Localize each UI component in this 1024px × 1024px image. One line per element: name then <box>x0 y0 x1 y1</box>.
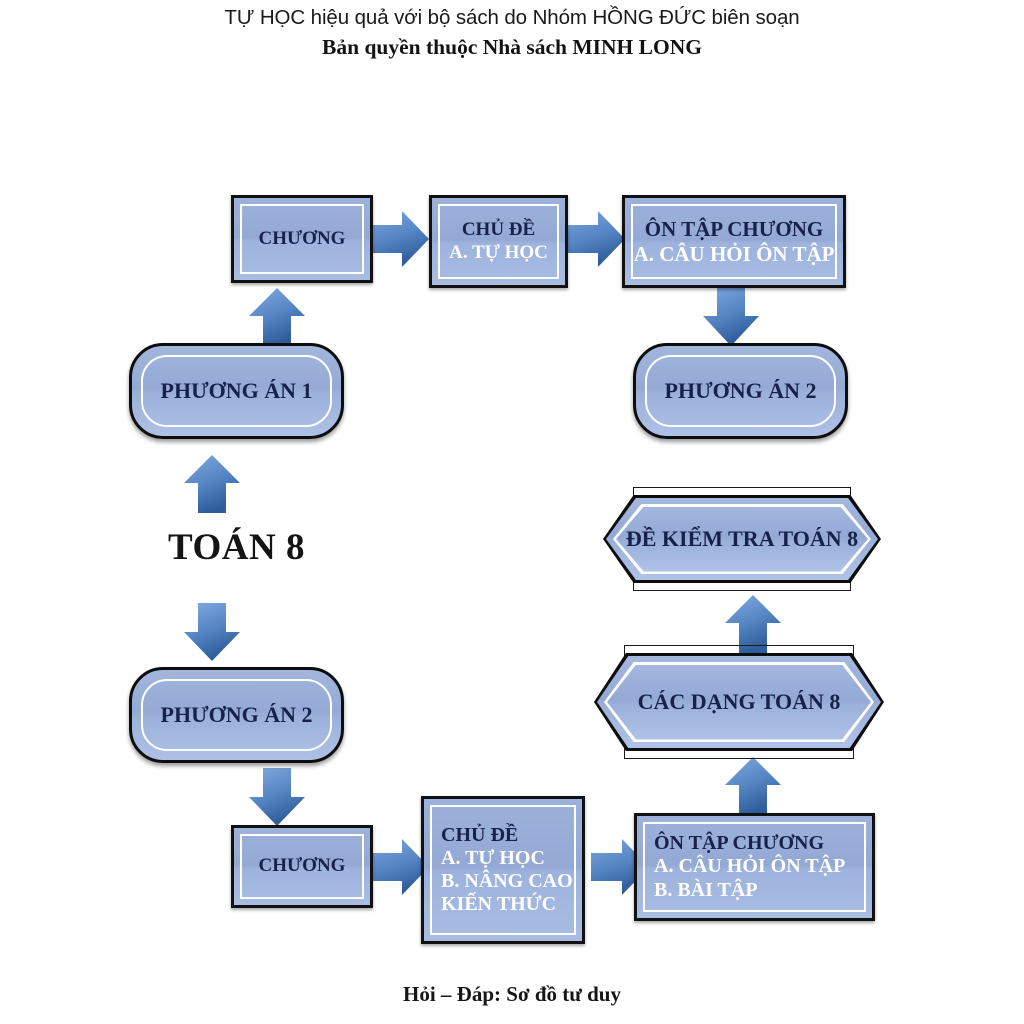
header-line-2: Bản quyền thuộc Nhà sách MINH LONG <box>322 35 702 59</box>
node-chude-bottom[interactable]: CHỦ ĐỀ A. TỰ HỌC B. NÂNG CAO KIẾN THỨC <box>421 796 585 944</box>
node-phuongan-1[interactable]: PHƯƠNG ÁN 1 <box>129 343 344 439</box>
node-chude-top-inner: CHỦ ĐỀ A. TỰ HỌC <box>438 204 559 279</box>
node-de-kiem-tra-label: ĐỀ KIỂM TRA TOÁN 8 <box>625 526 859 552</box>
node-de-kiem-tra-ring-inner <box>616 506 868 572</box>
node-phuongan-2-right-inner: PHƯƠNG ÁN 2 <box>645 355 836 427</box>
node-chuong-bottom-label: CHƯƠNG <box>258 855 346 877</box>
arrow-chuong-to-chude-top <box>371 208 429 270</box>
node-chuong-top[interactable]: CHƯƠNG <box>231 195 373 283</box>
node-ontap-bottom-line-3: B. BÀI TẬP <box>654 878 758 901</box>
node-chuong-top-inner: CHƯƠNG <box>240 204 364 274</box>
node-phuongan-2-left-label: PHƯƠNG ÁN 2 <box>160 702 313 728</box>
node-phuongan-2-right-label: PHƯƠNG ÁN 2 <box>664 378 817 404</box>
node-cac-dang-ring-inner <box>607 664 871 740</box>
node-chude-bottom-inner: CHỦ ĐỀ A. TỰ HỌC B. NÂNG CAO KIẾN THỨC <box>430 805 576 935</box>
node-phuongan-1-inner: PHƯƠNG ÁN 1 <box>141 355 332 427</box>
node-de-kiem-tra[interactable]: ĐỀ KIỂM TRA TOÁN 8 <box>603 487 881 591</box>
node-chude-bottom-line-2: A. TỰ HỌC <box>441 846 545 869</box>
node-chude-top-line-2: A. TỰ HỌC <box>449 241 548 263</box>
arrow-chude-to-ontap-top <box>567 208 625 270</box>
node-ontap-bottom-inner: ÔN TẬP CHƯƠNG A. CÂU HỎI ÔN TẬP B. BÀI T… <box>643 822 866 912</box>
arrow-phuongan1-to-chuong <box>246 288 308 346</box>
node-phuongan-2-right[interactable]: PHƯƠNG ÁN 2 <box>633 343 848 439</box>
node-de-kiem-tra-label-wrap: ĐỀ KIỂM TRA TOÁN 8 <box>603 487 881 591</box>
node-chuong-bottom[interactable]: CHƯƠNG <box>231 825 373 908</box>
arrow-phuongan2-to-chuong-bottom <box>246 768 308 826</box>
page-header: TỰ HỌC hiệu quả với bộ sách do Nhóm HỒNG… <box>0 4 1024 62</box>
arrow-ontap-to-phuongan2-right <box>700 286 762 346</box>
arrow-ontap-to-cacdang <box>722 757 784 815</box>
arrow-chuong-to-chude-bottom <box>371 836 429 898</box>
node-chude-bottom-line-1: CHỦ ĐỀ <box>441 823 519 846</box>
node-chuong-bottom-inner: CHƯƠNG <box>240 834 364 899</box>
arrow-toan8-to-phuongan1 <box>181 455 243 513</box>
arrow-toan8-to-phuongan2-left <box>181 603 243 661</box>
page-caption: Hỏi – Đáp: Sơ đồ tư duy <box>403 982 621 1006</box>
node-ontap-top-inner: ÔN TẬP CHƯƠNG A. CÂU HỎI ÔN TẬP <box>631 204 837 279</box>
node-cac-dang-label: CÁC DẠNG TOÁN 8 <box>637 689 841 715</box>
center-label-toan8: TOÁN 8 <box>129 526 344 569</box>
arrow-cacdang-to-dekiemtra <box>722 595 784 653</box>
center-label-text: TOÁN 8 <box>168 527 305 568</box>
node-phuongan-2-left-inner: PHƯƠNG ÁN 2 <box>141 679 332 751</box>
node-ontap-bottom-line-1: ÔN TẬP CHƯƠNG <box>654 832 825 855</box>
node-phuongan-2-left[interactable]: PHƯƠNG ÁN 2 <box>129 667 344 763</box>
node-cac-dang-label-wrap: CÁC DẠNG TOÁN 8 <box>594 645 884 759</box>
node-ontap-bottom-line-2: A. CÂU HỎI ÔN TẬP <box>654 855 846 878</box>
node-ontap-top-line-2: A. CÂU HỎI ÔN TẬP <box>633 241 835 266</box>
node-chude-bottom-line-4: KIẾN THỨC <box>441 893 557 916</box>
node-cac-dang[interactable]: CÁC DẠNG TOÁN 8 <box>594 645 884 759</box>
node-ontap-bottom[interactable]: ÔN TẬP CHƯƠNG A. CÂU HỎI ÔN TẬP B. BÀI T… <box>634 813 875 921</box>
node-chude-bottom-line-3: B. NÂNG CAO <box>441 870 573 892</box>
node-ontap-top[interactable]: ÔN TẬP CHƯƠNG A. CÂU HỎI ÔN TẬP <box>622 195 846 288</box>
node-chude-top-line-1: CHỦ ĐỀ <box>461 219 536 241</box>
node-chuong-top-label: CHƯƠNG <box>258 227 346 249</box>
node-chude-top[interactable]: CHỦ ĐỀ A. TỰ HỌC <box>429 195 568 288</box>
node-phuongan-1-label: PHƯƠNG ÁN 1 <box>160 378 313 404</box>
header-line-1: TỰ HỌC hiệu quả với bộ sách do Nhóm HỒNG… <box>224 6 800 29</box>
node-ontap-top-line-1: ÔN TẬP CHƯƠNG <box>644 217 824 242</box>
